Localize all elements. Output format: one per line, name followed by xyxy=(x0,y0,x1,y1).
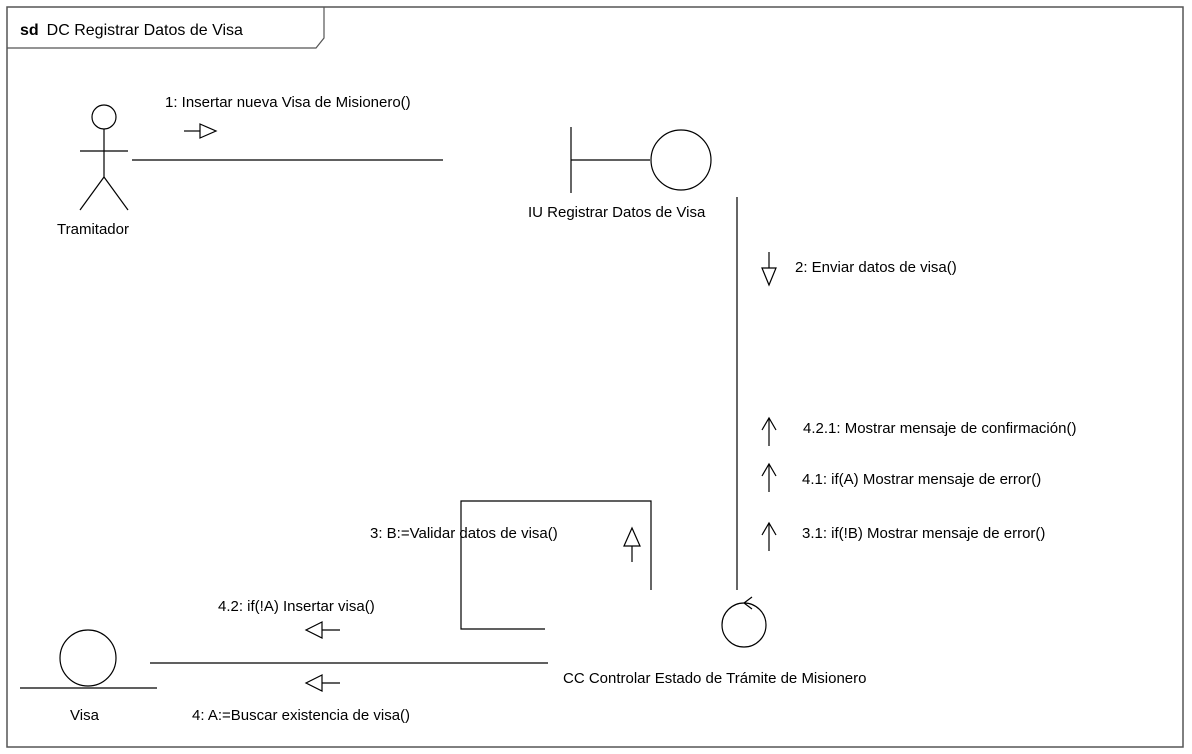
arrow-up-icon xyxy=(761,416,777,446)
actor-label: Tramitador xyxy=(57,221,129,238)
message-label: 4.1: if(A) Mostrar mensaje de error() xyxy=(802,471,1042,488)
entity-label: Visa xyxy=(70,707,99,724)
control-label: CC Controlar Estado de Trámite de Mision… xyxy=(563,670,867,687)
message-label: 4.2.1: Mostrar mensaje de confirmación() xyxy=(803,420,1077,437)
message-label: 3.1: if(!B) Mostrar mensaje de error() xyxy=(802,525,1046,542)
message-label: 1: Insertar nueva Visa de Misionero() xyxy=(165,94,411,111)
arrow-up-icon xyxy=(623,526,641,562)
message-label: 3: B:=Validar datos de visa() xyxy=(370,525,558,542)
frame-title-text: DC Registrar Datos de Visa xyxy=(46,22,243,39)
frame-title: sd DC Registrar Datos de Visa xyxy=(20,22,243,40)
frame-title-tab xyxy=(7,7,325,49)
message-label: 4.2: if(!A) Insertar visa() xyxy=(218,598,375,615)
arrow-right-icon xyxy=(184,123,218,139)
frame-keyword: sd xyxy=(20,22,39,39)
arrow-left-icon xyxy=(304,621,340,639)
boundary-icon[interactable] xyxy=(570,127,712,193)
diagram-frame xyxy=(6,6,1184,748)
entity-icon[interactable] xyxy=(20,629,157,689)
message-label: 2: Enviar datos de visa() xyxy=(795,259,957,276)
arrow-left-icon xyxy=(304,674,340,692)
arrow-up-icon xyxy=(761,521,777,551)
arrow-up-icon xyxy=(761,462,777,492)
control-icon[interactable] xyxy=(721,596,767,648)
actor-stick-figure-icon[interactable] xyxy=(79,104,129,211)
self-link-control xyxy=(460,500,652,630)
arrow-down-icon xyxy=(761,252,777,287)
boundary-label: IU Registrar Datos de Visa xyxy=(528,204,706,221)
message-label: 4: A:=Buscar existencia de visa() xyxy=(192,707,411,724)
